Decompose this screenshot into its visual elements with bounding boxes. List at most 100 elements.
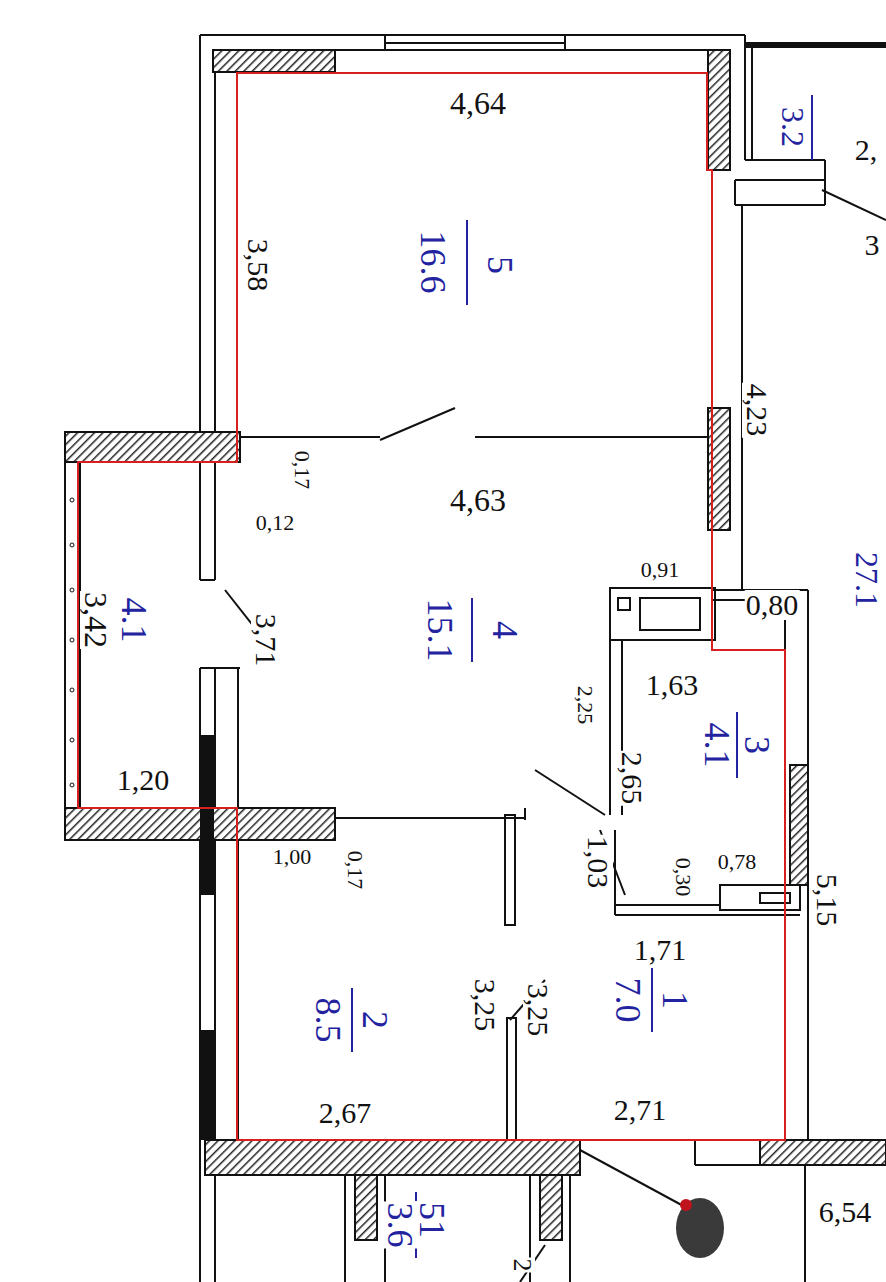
wall-lines (751, 45, 753, 160)
fraction-lines (351, 988, 353, 1052)
dimension-label: 2,25 (574, 685, 596, 726)
dimension-label: 0,12 (255, 512, 296, 534)
wall-lines (610, 588, 715, 640)
wall-lines (614, 830, 616, 915)
room-area: 51 (414, 1201, 450, 1239)
dimension-label: 0,17 (344, 850, 366, 891)
dimension-label: 2 (509, 1258, 535, 1273)
wall-lines (734, 180, 736, 205)
dimension-label: 1,20 (116, 765, 171, 795)
wall-lines (609, 640, 611, 815)
dimension-label: 4,63 (449, 484, 507, 516)
fraction-lines (471, 598, 473, 662)
dimension-label: 6,54 (818, 1197, 873, 1227)
room-area: 5 (482, 255, 518, 275)
dimension-label: 3 (864, 230, 881, 260)
hatched-walls (65, 50, 886, 1240)
wall-lines (64, 432, 66, 840)
apartment-outline (78, 73, 785, 1140)
wall-lines (344, 1175, 346, 1282)
dimension-label: 5,15 (812, 873, 842, 928)
balcony-glazing-dots (70, 498, 74, 502)
dimension-label: 1,00 (272, 846, 313, 868)
wall-lines (214, 50, 216, 432)
wall-lines (199, 35, 201, 432)
hatched-walls (790, 765, 808, 885)
dimension-label: 2,71 (613, 1095, 668, 1125)
wall-lines (580, 1150, 700, 1215)
solid-columns (200, 1030, 214, 1140)
room-area: 1 (657, 990, 693, 1010)
dimension-label: 3,58 (243, 238, 273, 293)
wall-lines (615, 904, 720, 906)
wall-lines (214, 668, 216, 808)
wall-lines (65, 35, 886, 1282)
balcony-glazing-dots (70, 638, 74, 642)
balcony-glazing-dots (70, 498, 74, 787)
dimension-label: 2,67 (318, 1098, 373, 1128)
fraction-lines (651, 968, 653, 1032)
dimension-label: 1,03 (583, 835, 613, 890)
wall-lines (524, 808, 526, 820)
wall-lines (214, 462, 216, 580)
dimension-label: 2, (854, 135, 879, 165)
balcony-glazing-dots (70, 783, 74, 787)
dimension-label: 0,17 (291, 450, 313, 491)
dimension-label: 4,64 (449, 87, 507, 119)
dimension-label: 3,42 (80, 591, 112, 649)
room-area: 3 (739, 735, 775, 755)
balcony-glazing-dots (70, 543, 74, 547)
fraction-lines (811, 95, 813, 160)
wall-lines (735, 179, 825, 181)
wall-lines (618, 598, 630, 610)
hatched-walls (540, 1175, 562, 1240)
room-area: 4 (487, 620, 523, 640)
dimension-label: 0,91 (640, 559, 681, 581)
room-area: 15.1 (422, 598, 458, 663)
balcony-glazing-dots (70, 688, 74, 692)
wall-lines (200, 34, 745, 36)
fraction-lines (466, 220, 468, 305)
dimension-label: 1,63 (645, 670, 700, 700)
wall-lines (199, 462, 201, 580)
room-area: 8.5 (310, 997, 346, 1044)
balcony-glazing-dots (70, 588, 74, 592)
wall-lines (694, 1140, 696, 1165)
room-area: 27.1 (851, 551, 883, 609)
wall-lines (744, 35, 746, 160)
hatched-walls (760, 1140, 886, 1165)
balcony-glazing-dots (70, 738, 74, 742)
hatched-walls (213, 50, 335, 72)
room-area: 7.0 (610, 977, 646, 1024)
wall-lines (569, 1175, 571, 1282)
wall-lines (720, 885, 800, 910)
wall-lines (822, 190, 886, 220)
wall-lines (200, 579, 215, 581)
solid-columns (745, 42, 886, 48)
wall-lines (505, 815, 515, 925)
wall-lines (385, 42, 565, 44)
solid-columns (200, 735, 214, 895)
redaction-blot (680, 1199, 692, 1211)
wall-lines (735, 204, 825, 206)
wall-lines (640, 598, 700, 630)
dimension-label: 1,71 (633, 935, 688, 965)
hatched-walls (205, 1140, 580, 1175)
dimension-label: 0,78 (717, 851, 758, 873)
solid-columns (200, 42, 886, 1140)
wall-lines (824, 160, 826, 205)
dimension-label: 3,25 (470, 978, 500, 1033)
room-area: 4.1 (699, 722, 735, 769)
wall-lines (380, 408, 455, 440)
dimension-label: 3,71 (251, 613, 281, 668)
redaction-blot (676, 1198, 724, 1258)
wall-lines (240, 436, 380, 438)
fraction-lines (352, 95, 812, 1258)
room-area: 3.2 (777, 106, 809, 148)
dimension-label: 0,30 (672, 857, 694, 898)
hatched-walls (65, 432, 240, 462)
hatched-walls (708, 50, 730, 170)
redaction-blot (676, 1198, 724, 1258)
dimension-label: 4,23 (742, 383, 772, 438)
